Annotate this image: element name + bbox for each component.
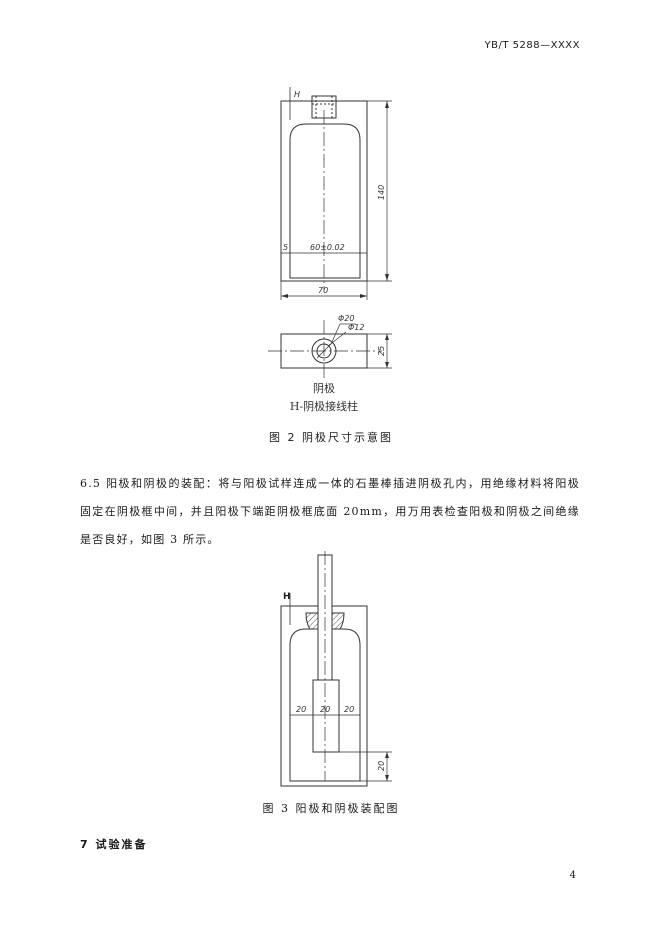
dim-inner-dia-label: Φ12 — [348, 323, 364, 332]
insulator-left — [305, 612, 319, 630]
section-7-heading: 7 试验准备 — [80, 838, 148, 851]
dim-height-label: 140 — [377, 185, 386, 200]
dim-width-label: 70 — [318, 286, 328, 295]
cathode-cavity — [289, 628, 361, 782]
section-6-5-paragraph: 6.5 阳极和阴极的装配：将与阳极试样连成一体的石墨棒插进阴极孔内，用绝缘材料将… — [80, 477, 580, 546]
figure-3-assembly-drawing: H 20 20 20 20 — [280, 551, 392, 787]
figure-3-caption: 图 3 阳极和阴极装配图 — [262, 802, 400, 815]
dim-inner-width-label: 60±0.02 — [310, 243, 345, 252]
figure2-legend-line1: 阴极 — [313, 381, 335, 395]
dim-right-label: 20 — [344, 705, 354, 714]
figure-2-cathode-drawing: H 140 5 60±0.02 70 Φ20 Φ12 25 阴极 H-阴极接线柱 — [268, 87, 392, 413]
dim-depth-label: 25 — [377, 346, 386, 356]
anode-sample — [312, 679, 340, 753]
dim-outer-dia-label: Φ20 — [338, 314, 354, 323]
page-number: 4 — [569, 870, 576, 881]
cathode-inner-cavity — [289, 123, 361, 279]
dim-mid-label: 20 — [320, 705, 330, 714]
dim-bottom-label: 20 — [377, 761, 386, 771]
insulator-right — [331, 612, 345, 630]
standard-code: YB/T 5288—XXXX — [484, 40, 580, 51]
figure2-legend-line2: H-阴极接线柱 — [290, 399, 358, 413]
figure-2-caption: 图 2 阴极尺寸示意图 — [269, 431, 393, 444]
dim-wall-label: 5 — [283, 243, 288, 252]
figure3-label-h: H — [283, 592, 291, 602]
dim-left-label: 20 — [296, 705, 306, 714]
figure2-label-h: H — [294, 90, 300, 99]
